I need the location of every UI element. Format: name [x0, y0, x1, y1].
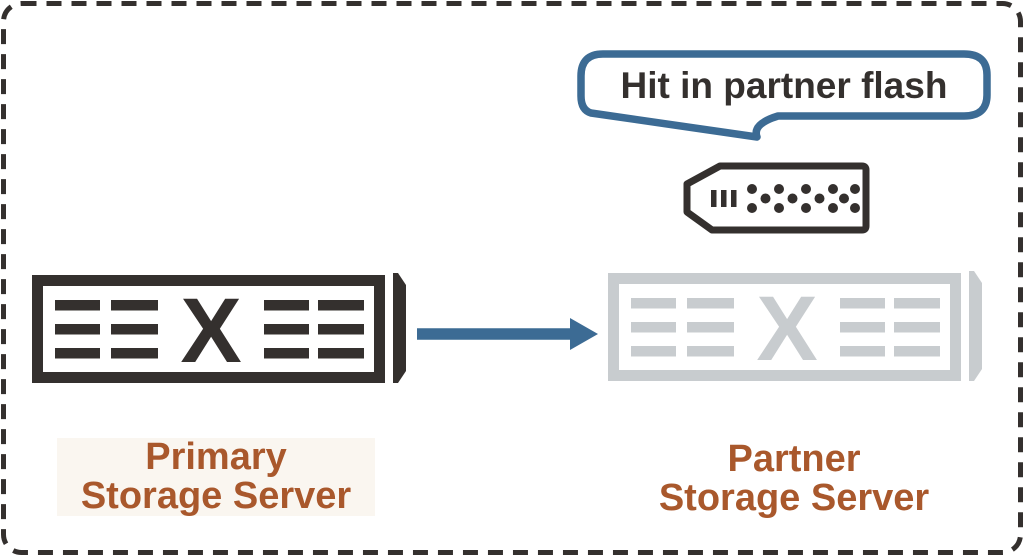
partner-server-icon [614, 271, 983, 381]
primary-server-icon [38, 273, 407, 383]
callout-text: Hit in partner flash [621, 65, 948, 106]
right-arrow-icon [417, 318, 598, 350]
flash-card-icon [683, 162, 870, 234]
primary-label-line2: Storage Server [81, 475, 352, 517]
primary-server-label: Primary Storage Server [57, 436, 375, 517]
primary-label-highlight [57, 438, 375, 516]
callout-bubble-shape [577, 50, 991, 141]
partner-server-label: Partner Storage Server [659, 438, 930, 519]
arrow-head [570, 318, 598, 350]
partner-label-line1: Partner [727, 438, 860, 480]
flash-card-dots [747, 184, 860, 213]
callout-bubble: Hit in partner flash [577, 50, 991, 141]
partner-label-line2: Storage Server [659, 477, 930, 519]
primary-label-line1: Primary [145, 436, 287, 478]
flash-card-pins [711, 190, 737, 207]
flash-card-outline [683, 162, 870, 234]
